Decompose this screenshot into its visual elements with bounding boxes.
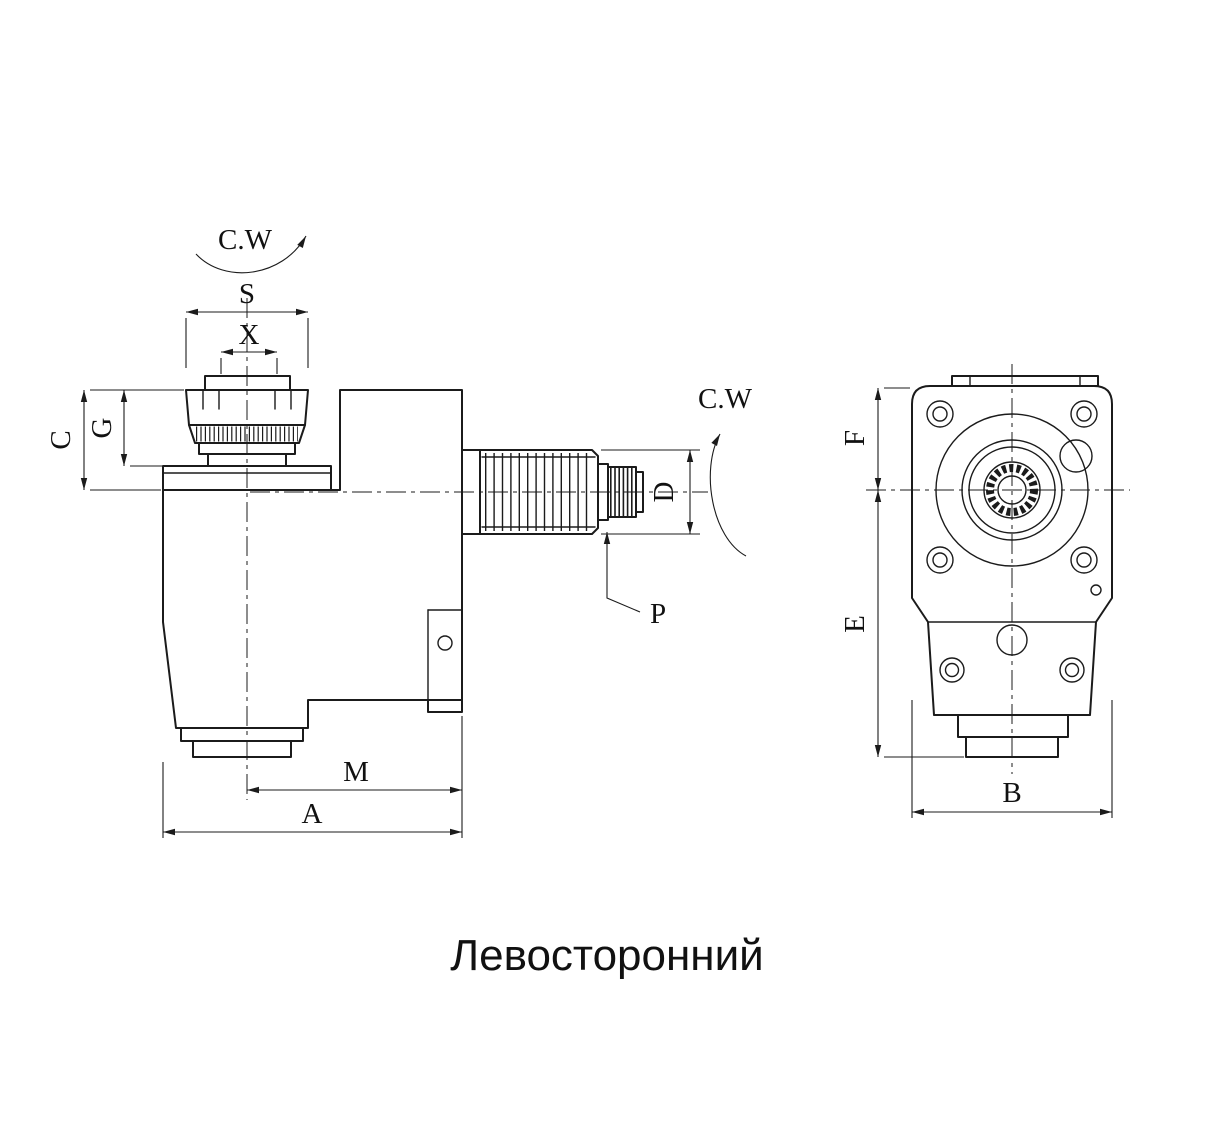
bore-circle: [968, 446, 1056, 534]
bolt-hole: [926, 400, 954, 428]
bolt-hole-inner: [1076, 406, 1092, 422]
front-view-dimensions: F E B: [839, 387, 1113, 818]
bolt-hole-inner: [932, 406, 948, 422]
bolt-hole-inner: [932, 552, 948, 568]
side-view-centerlines: [246, 298, 708, 800]
body-foot: [427, 699, 463, 713]
bolt-hole-inner: [944, 662, 960, 678]
caption: Левосторонний: [450, 931, 764, 980]
dim-label-d: D: [648, 482, 680, 503]
front-bore: [935, 413, 1089, 567]
spline-teeth: [986, 464, 1038, 516]
dim-label-g: G: [86, 417, 118, 438]
center-lower-hole: [996, 624, 1028, 656]
bolt-hole-inner: [1064, 662, 1080, 678]
dim-label-b: B: [1002, 777, 1021, 809]
front-view-centerlines: [866, 364, 1130, 774]
dim-label-m: M: [343, 756, 369, 788]
bolt-hole: [1070, 400, 1098, 428]
front-outline: [911, 385, 1113, 716]
dim-label-s: S: [239, 278, 255, 310]
top-strip: [951, 375, 1099, 387]
bolt-hole: [1070, 546, 1098, 574]
dim-label-x: X: [239, 319, 260, 351]
dim-label-c: C: [45, 430, 77, 449]
leader-line-p: [603, 532, 641, 613]
boss-circle: [961, 439, 1063, 541]
front-nose-step1: [957, 714, 1069, 738]
bottom-nose-step1: [180, 727, 304, 742]
housing-body: [162, 389, 463, 758]
front-holes: [926, 400, 1102, 683]
bottom-nose-step2: [192, 740, 292, 758]
spline-inner-circle: [997, 475, 1027, 505]
dim-label-p: P: [650, 598, 666, 630]
bolt-hole: [926, 546, 954, 574]
spindle-neck: [207, 453, 287, 467]
side-view-dimensions: C.W C.W S X C G: [45, 224, 753, 838]
rotation-label-top: C.W: [218, 224, 273, 256]
dim-label-e: E: [839, 615, 871, 633]
stub-end-cap: [635, 471, 644, 513]
boss-circle-outer: [935, 413, 1089, 567]
rotation-arrow-top: [195, 235, 307, 274]
shank-collar: [461, 449, 481, 535]
dim-label-f: F: [839, 430, 871, 446]
front-body: [911, 375, 1113, 758]
bolt-hole-inner: [1076, 552, 1092, 568]
body-outline: [162, 389, 463, 729]
pin-hole: [1090, 584, 1102, 596]
rotation-label-right: C.W: [698, 383, 753, 415]
clearance-hole: [1059, 439, 1093, 473]
front-nose-step2: [965, 736, 1059, 758]
collet-nut: [185, 375, 309, 467]
bolt-hole: [939, 657, 965, 683]
rotation-arrow-right: [709, 433, 747, 557]
bolt-hole: [1059, 657, 1085, 683]
side-view: C.W C.W S X C G: [45, 224, 753, 838]
side-bolt-hole: [437, 635, 453, 651]
vdi-shank: [461, 449, 644, 535]
front-view: F E B: [839, 364, 1130, 818]
dim-label-a: A: [302, 798, 323, 830]
nut-knurl-band: [188, 424, 306, 444]
spline-outer-circle: [983, 461, 1041, 519]
